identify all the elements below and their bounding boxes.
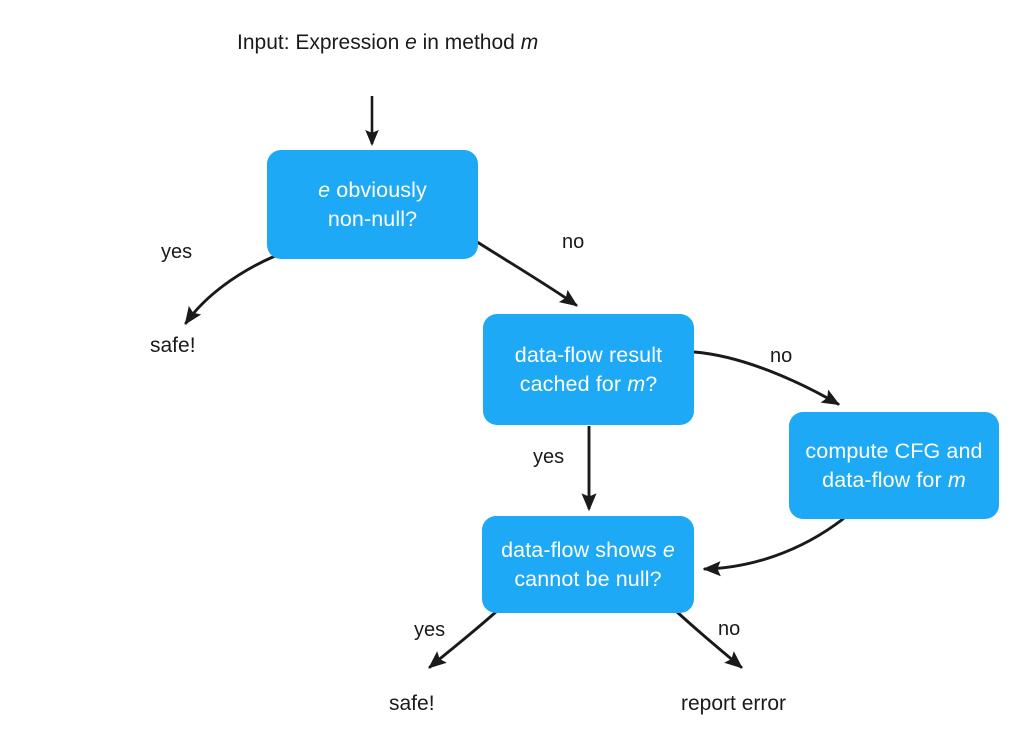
edge-label-obvious-no: no (562, 231, 585, 253)
edge-obvious-no (472, 238, 578, 307)
input-caption-line2: in method m (422, 31, 539, 54)
edge-compute-to-shows (702, 517, 845, 577)
input-caption: Input: Expression e in method m (237, 28, 538, 58)
terminal-safe-upper: safe! (150, 334, 196, 357)
node-compute-cfg-dataflow-text: compute CFG and data-flow for m (805, 438, 983, 492)
node-dataflow-shows-not-null[interactable]: data-flow shows e cannot be null? (482, 516, 694, 613)
node-dataflow-shows-not-null-text: data-flow shows e cannot be null? (501, 537, 675, 591)
edge-cached-no (692, 350, 841, 406)
node-dataflow-cached-text: data-flow result cached for m? (514, 342, 663, 396)
edge-label-obvious-yes: yes (161, 241, 193, 263)
edge-label-shows-no: no (718, 618, 741, 640)
terminal-safe-lower: safe! (389, 692, 435, 715)
edge-label-shows-yes: yes (414, 619, 446, 641)
edge-label-cached-yes: yes (533, 446, 565, 468)
edge-label-cached-no: no (770, 345, 793, 367)
node-obviously-non-null[interactable]: e obviously non-null? (267, 150, 478, 259)
node-compute-cfg-dataflow[interactable]: compute CFG and data-flow for m (789, 412, 999, 519)
node-obviously-non-null-text: e obviously non-null? (318, 177, 427, 231)
node-dataflow-cached[interactable]: data-flow result cached for m? (483, 314, 694, 425)
terminal-report-error: report error (681, 692, 787, 715)
input-caption-line1: Input: Expression e (237, 31, 417, 54)
edge-obvious-yes (184, 254, 277, 325)
